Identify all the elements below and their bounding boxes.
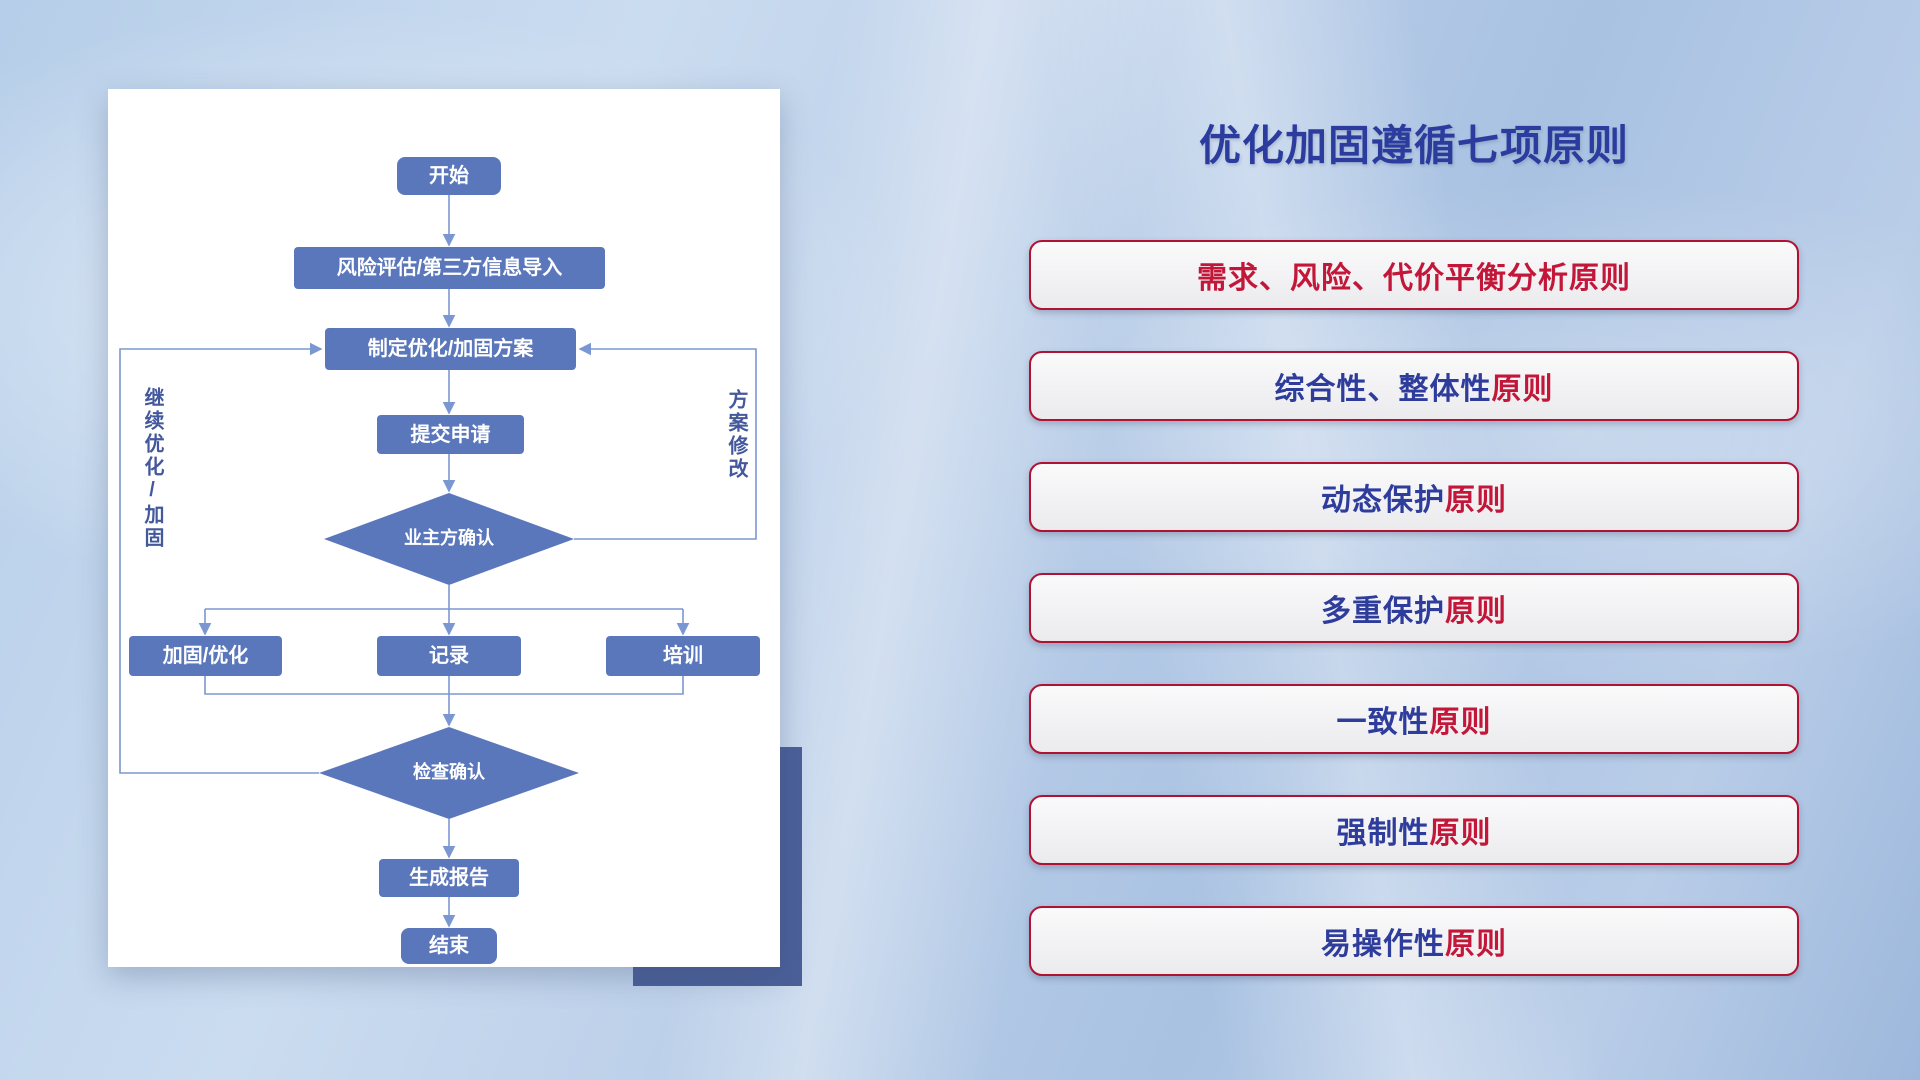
page-title: 优化加固遵循七项原则 [1198, 122, 1629, 169]
principle-item-6: 强制性原则 [1029, 795, 1799, 865]
flow-node-report: 生成报告 [379, 859, 519, 897]
flow-connectors [119, 195, 757, 928]
principle-text-suffix: 原则 [1429, 817, 1492, 850]
principle-item-2: 综合性、整体性原则 [1029, 351, 1799, 421]
flow-node-submit: 提交申请 [377, 415, 524, 454]
principle-text-suffix: 原则 [1445, 928, 1507, 961]
flowchart-card: 开始 风险评估/第三方信息导入 制定优化/加固方案 提交申请 业主方确认 加固/… [108, 89, 780, 967]
flow-node-risk-import: 风险评估/第三方信息导入 [294, 247, 605, 289]
flow-node-make-plan: 制定优化/加固方案 [325, 328, 576, 370]
flow-node-training: 培训 [606, 636, 760, 676]
flow-node-harden-optimize: 加固/优化 [129, 636, 282, 676]
principle-text-main: 综合性、整体性 [1274, 373, 1492, 406]
principle-text-suffix: 原则 [1491, 373, 1554, 406]
principle-text-suffix: 原则 [1569, 262, 1631, 295]
principle-text-main: 易操作性 [1321, 928, 1445, 961]
principle-item-5: 一致性原则 [1029, 684, 1799, 754]
principle-text-main: 多重保护 [1321, 595, 1445, 628]
flow-label-plan-revision: 方案修改 [725, 389, 747, 481]
flow-node-start: 开始 [397, 157, 501, 195]
principle-item-7: 易操作性原则 [1029, 906, 1799, 976]
principle-text-main: 需求、风险、代价平衡分析 [1197, 262, 1569, 295]
principle-text-main: 动态保护 [1321, 484, 1445, 517]
principle-text-suffix: 原则 [1445, 595, 1507, 628]
flow-label-continue-optimize: 继续优化/加固 [141, 387, 163, 550]
principle-text-main: 强制性 [1336, 817, 1430, 850]
principle-item-3: 动态保护原则 [1029, 462, 1799, 532]
principle-text-main: 一致性 [1336, 706, 1430, 739]
flow-node-end: 结束 [401, 928, 497, 964]
principle-text-suffix: 原则 [1429, 706, 1492, 739]
flow-node-record: 记录 [377, 636, 521, 676]
flowchart: 开始 风险评估/第三方信息导入 制定优化/加固方案 提交申请 业主方确认 加固/… [108, 89, 780, 967]
principles-list: 需求、风险、代价平衡分析原则 综合性、整体性原则 动态保护原则 多重保护原则 一… [1029, 240, 1799, 976]
principle-item-4: 多重保护原则 [1029, 573, 1799, 643]
principle-item-1: 需求、风险、代价平衡分析原则 [1029, 240, 1799, 310]
principle-text-suffix: 原则 [1445, 484, 1507, 517]
